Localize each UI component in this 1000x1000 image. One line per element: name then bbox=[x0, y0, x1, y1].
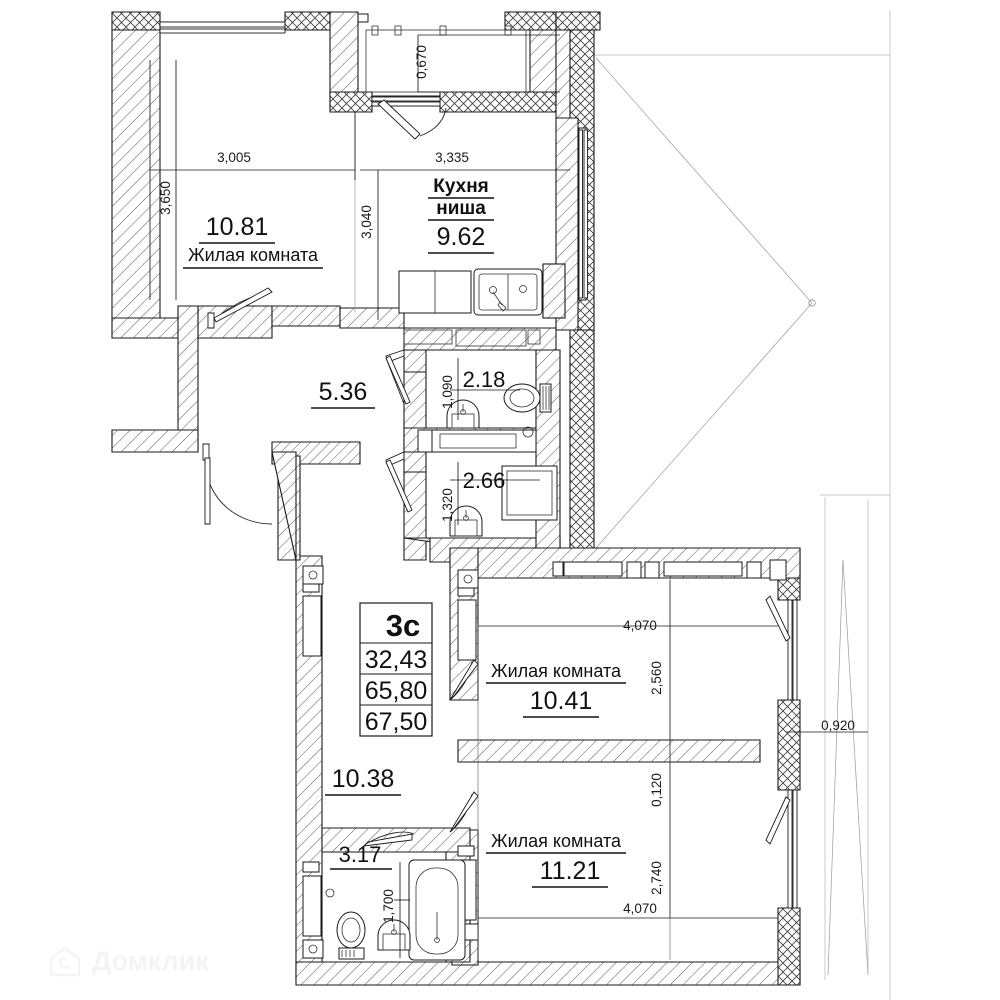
badge-living-area: 65,80 bbox=[365, 677, 428, 705]
dim-0920: 0,920 bbox=[821, 718, 855, 733]
room-area-wc: 2.18 bbox=[463, 367, 506, 392]
dim-3650: 3,650 bbox=[158, 181, 173, 215]
room-name-living-3: Жилая комната bbox=[491, 831, 622, 851]
room-labels: 10.81 Жилая комната Кухня ниша 9.62 5.36… bbox=[183, 176, 626, 888]
kitchen-fixtures bbox=[398, 263, 566, 347]
dim-1700: 1,700 bbox=[381, 889, 396, 923]
dimension-lines bbox=[149, 34, 868, 960]
room-name-kitchen-line1: Кухня bbox=[433, 176, 489, 197]
room-area-hall: 5.36 bbox=[319, 378, 368, 406]
room-area-kitchen: 9.62 bbox=[437, 223, 486, 251]
dim-1090: 1,090 bbox=[440, 375, 455, 409]
room-area-living-3: 11.21 bbox=[540, 857, 601, 885]
room-area-bath-small: 2.66 bbox=[463, 468, 506, 493]
badge-total-area: 32,43 bbox=[365, 646, 428, 674]
dim-1320: 1,320 bbox=[440, 488, 455, 522]
windows bbox=[159, 21, 798, 959]
dim-0120: 0,120 bbox=[649, 773, 664, 807]
dim-3335: 3,335 bbox=[435, 150, 469, 165]
room-area-living-1: 10.81 bbox=[206, 213, 269, 241]
dim-4070-upper: 4,070 bbox=[623, 618, 657, 633]
doors bbox=[202, 99, 791, 847]
wall-details-top bbox=[365, 25, 527, 93]
room-name-kitchen-line2: ниша bbox=[436, 198, 486, 219]
room-area-bathroom: 3.17 bbox=[339, 842, 382, 867]
dim-3040: 3,040 bbox=[359, 205, 374, 239]
dim-0670: 0,670 bbox=[414, 45, 429, 79]
dim-2740: 2,740 bbox=[649, 861, 664, 895]
apartment-info-badge: 3с 32,43 65,80 67,50 bbox=[359, 602, 433, 737]
bathroom-fixtures bbox=[325, 859, 466, 961]
badge-type-label: 3с bbox=[386, 608, 420, 643]
exterior-walls bbox=[111, 11, 801, 986]
lower-wall-details bbox=[552, 559, 787, 581]
dimension-labels: 0,670 3,005 3,335 3,650 3,040 1,090 1,32… bbox=[158, 45, 855, 923]
room-name-living-1: Жилая комната bbox=[188, 245, 319, 265]
room-name-living-2: Жилая комната bbox=[491, 661, 622, 681]
badge-full-area: 67,50 bbox=[365, 708, 428, 736]
outer-guide-lines bbox=[593, 10, 891, 1000]
dim-3005: 3,005 bbox=[217, 150, 251, 165]
room-area-living-2: 10.41 bbox=[530, 687, 593, 715]
dim-4070-lower: 4,070 bbox=[623, 901, 657, 916]
wc-fixtures bbox=[417, 383, 552, 453]
dim-2560: 2,560 bbox=[649, 661, 664, 695]
room-area-corridor: 10.38 bbox=[332, 765, 395, 793]
